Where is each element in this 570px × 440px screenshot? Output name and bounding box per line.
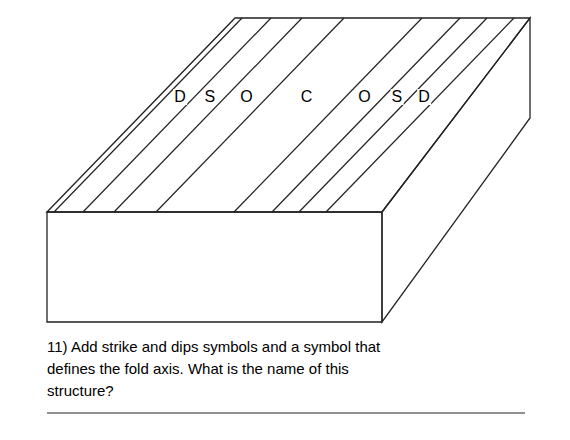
strata-label: D [417,89,431,105]
contact-line [114,18,302,212]
front-face [47,212,382,322]
strata-label: S [391,89,404,105]
strata-label: O [239,89,253,105]
contact-line [272,18,460,212]
contact-line [326,18,514,212]
strata-contacts [54,18,514,212]
strata-label: S [204,89,217,105]
contact-line [299,18,487,212]
contact-line [83,18,271,212]
strata-label: O [357,89,371,105]
question-text: 11) Add strike and dips symbols and a sy… [47,336,402,402]
answer-line [47,412,525,413]
side-face [382,18,530,322]
strata-label: C [300,89,314,105]
contact-line [156,18,344,212]
contact-line [54,18,242,212]
top-face [47,18,530,212]
strata-label: D [173,89,187,105]
